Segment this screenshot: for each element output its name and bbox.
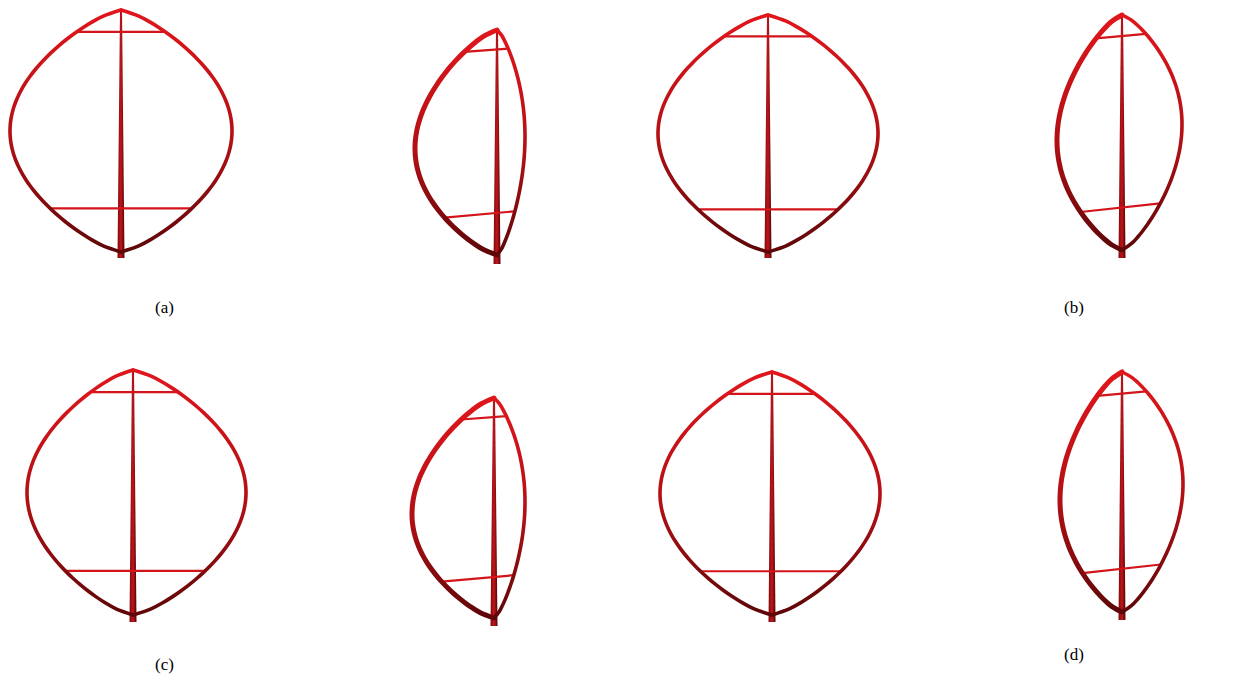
subfigure-label: (b) (1064, 298, 1084, 318)
turbine-blade (121, 10, 232, 252)
support-strut (698, 208, 838, 210)
turbine-blade (1122, 15, 1182, 250)
turbine-blade (768, 15, 878, 252)
wind-turbine (1057, 15, 1182, 258)
support-strut (1097, 391, 1146, 395)
turbine-blade (497, 30, 525, 255)
support-strut (1081, 203, 1161, 212)
turbine-blade (133, 370, 246, 615)
support-strut (50, 207, 192, 209)
support-strut (724, 35, 812, 37)
turbine-blade (1060, 372, 1122, 612)
support-strut (1096, 34, 1146, 38)
support-strut (1082, 565, 1160, 574)
wind-turbine (10, 10, 232, 258)
turbine-mast (494, 30, 501, 264)
support-strut (442, 575, 514, 581)
support-strut (727, 393, 815, 395)
turbine-mast (491, 398, 498, 626)
turbine-mast (1119, 15, 1126, 258)
wind-turbine (415, 30, 525, 264)
turbine-mast (769, 372, 776, 622)
turbine-blade (412, 398, 494, 618)
subfigure-label: (d) (1064, 645, 1084, 665)
support-strut (77, 31, 166, 33)
wind-turbine (412, 398, 525, 626)
subfigure-label: (c) (155, 655, 174, 675)
turbine-blade (10, 10, 121, 252)
turbine-mast (130, 370, 137, 622)
wind-turbine (27, 370, 246, 622)
turbine-blade (1057, 15, 1122, 250)
turbine-blade (660, 372, 772, 615)
support-strut (445, 211, 515, 217)
support-strut (91, 391, 178, 393)
turbine-mast (1119, 372, 1126, 620)
turbine-blade (415, 30, 497, 255)
turbine-blade (494, 398, 525, 618)
support-strut (701, 570, 841, 572)
turbine-blade (658, 15, 768, 252)
wind-turbine (1060, 372, 1183, 620)
wind-turbine (658, 15, 878, 258)
turbine-blade (1122, 372, 1183, 612)
support-strut (65, 570, 205, 572)
turbine-blade (27, 370, 133, 615)
wind-turbine (660, 372, 880, 622)
turbine-mast (765, 15, 772, 258)
turbine-blade (772, 372, 880, 615)
subfigure-label: (a) (155, 298, 174, 318)
turbine-mast (118, 10, 125, 258)
